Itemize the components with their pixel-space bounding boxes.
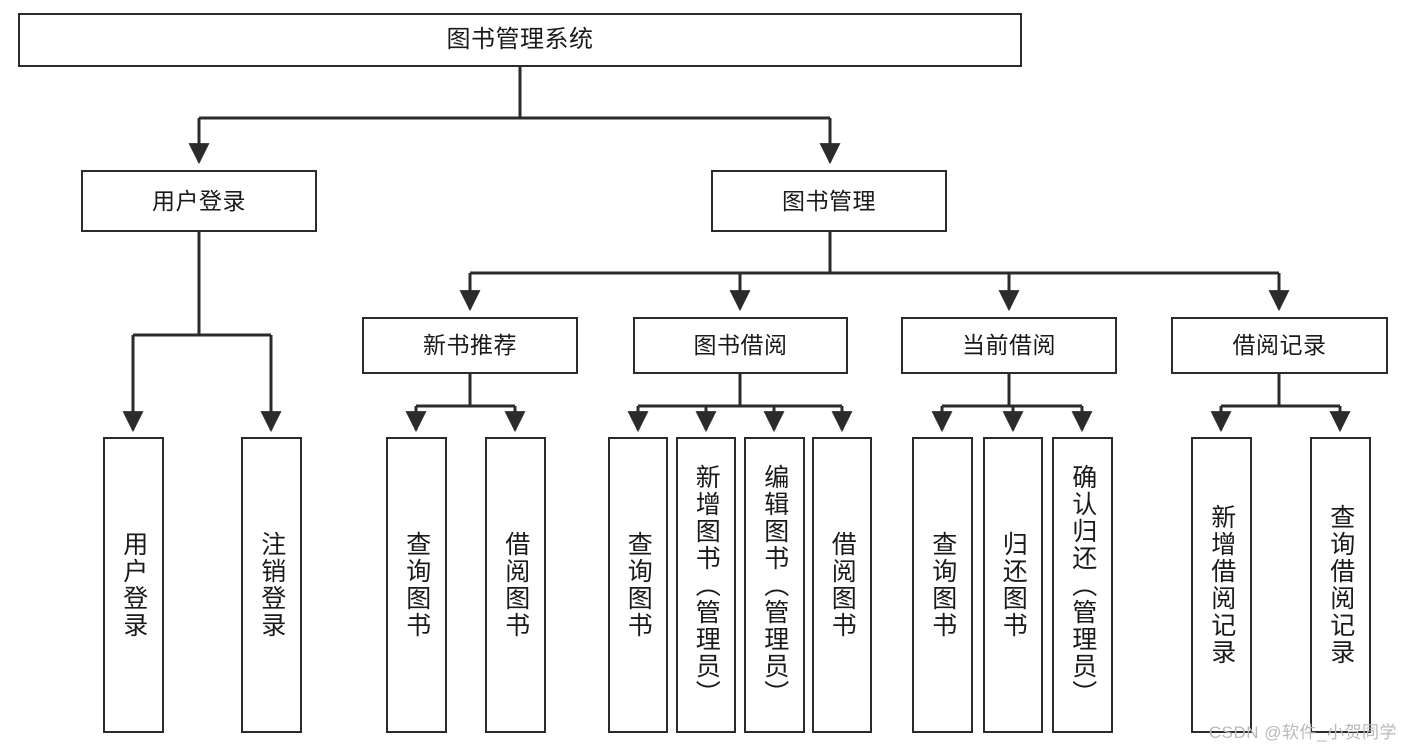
node-label: 图书管理系统 — [446, 26, 594, 53]
node-label: 编辑图书（管理员） — [760, 463, 789, 707]
node-l3-borrow[interactable]: 图书借阅 — [633, 317, 848, 374]
node-label: 新增图书（管理员） — [692, 463, 721, 707]
node-label: 确认归还（管理员） — [1068, 463, 1097, 707]
node-label: 图书管理 — [782, 187, 876, 214]
node-l3-record[interactable]: 借阅记录 — [1171, 317, 1388, 374]
node-leaf-rec-add[interactable]: 新增借阅记录 — [1191, 437, 1252, 733]
node-label: 用户登录 — [119, 531, 148, 639]
node-label: 查询图书 — [624, 531, 653, 639]
node-label: 查询图书 — [928, 531, 957, 639]
watermark-text: CSDN @软件_小贺同学 — [1208, 723, 1397, 742]
node-l3-current[interactable]: 当前借阅 — [901, 317, 1117, 374]
node-l2-bookmgr[interactable]: 图书管理 — [711, 170, 947, 232]
node-leaf-cur-query[interactable]: 查询图书 — [912, 437, 973, 733]
node-root[interactable]: 图书管理系统 — [18, 13, 1022, 67]
node-l2-login[interactable]: 用户登录 — [81, 170, 317, 232]
node-leaf-bw-query[interactable]: 查询图书 — [608, 437, 668, 733]
node-l3-newbook[interactable]: 新书推荐 — [362, 317, 578, 374]
node-label: 图书借阅 — [693, 332, 788, 358]
node-label: 新书推荐 — [423, 332, 517, 358]
node-leaf-nb-borrow[interactable]: 借阅图书 — [485, 437, 546, 733]
node-label: 借阅图书 — [828, 531, 857, 639]
node-leaf-nb-query[interactable]: 查询图书 — [386, 437, 447, 733]
node-leaf-bw-edit[interactable]: 编辑图书（管理员） — [744, 437, 805, 733]
node-leaf-user-login[interactable]: 用户登录 — [103, 437, 164, 733]
node-leaf-cur-confirm[interactable]: 确认归还（管理员） — [1052, 437, 1113, 733]
node-label: 新增借阅记录 — [1207, 504, 1236, 666]
node-leaf-bw-borrow[interactable]: 借阅图书 — [812, 437, 872, 733]
node-label: 归还图书 — [999, 531, 1028, 639]
node-leaf-rec-query[interactable]: 查询借阅记录 — [1310, 437, 1371, 733]
node-label: 查询借阅记录 — [1326, 504, 1355, 666]
node-label: 当前借阅 — [962, 332, 1056, 358]
node-label: 注销登录 — [257, 531, 286, 639]
node-label: 借阅图书 — [501, 531, 530, 639]
node-leaf-bw-add[interactable]: 新增图书（管理员） — [676, 437, 736, 733]
node-label: 查询图书 — [402, 531, 431, 639]
node-label: 用户登录 — [152, 187, 246, 214]
node-leaf-cur-return[interactable]: 归还图书 — [983, 437, 1043, 733]
node-leaf-user-logout[interactable]: 注销登录 — [241, 437, 302, 733]
node-label: 借阅记录 — [1232, 332, 1327, 358]
